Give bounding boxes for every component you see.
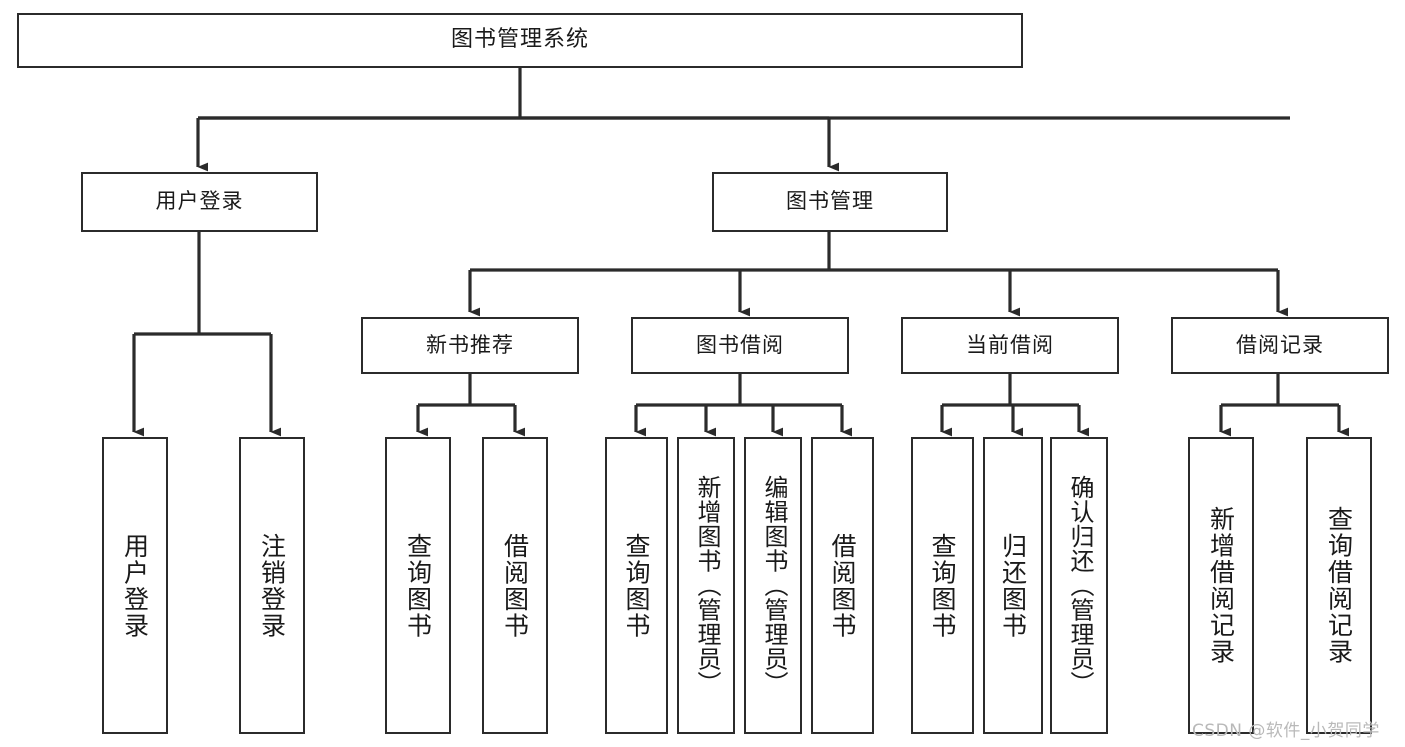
csdn-watermark: CSDN @软件_小贺同学 [1192, 721, 1380, 741]
node-leaf-query-book-1[interactable]: 查询图书 [385, 437, 451, 734]
node-book-manage[interactable]: 图书管理 [712, 172, 948, 232]
node-root[interactable]: 图书管理系统 [17, 13, 1023, 68]
node-root-label: 图书管理系统 [450, 27, 589, 53]
node-leaf-logout[interactable]: 注销登录 [239, 437, 305, 734]
node-leaf-confirm-return[interactable]: 确认归还（管理员） [1050, 437, 1108, 734]
node-leaf-add-book[interactable]: 新增图书（管理员） [677, 437, 735, 734]
node-leaf-return-book[interactable]: 归还图书 [983, 437, 1043, 734]
node-leaf-logout-label: 注销登录 [257, 532, 287, 639]
node-leaf-add-record[interactable]: 新增借阅记录 [1188, 437, 1254, 734]
node-current-borrow[interactable]: 当前借阅 [901, 317, 1119, 374]
node-leaf-borrow-book-2-label: 借阅图书 [828, 532, 857, 639]
node-borrow-record[interactable]: 借阅记录 [1171, 317, 1389, 374]
node-leaf-query-book-3[interactable]: 查询图书 [911, 437, 974, 734]
node-book-borrow[interactable]: 图书借阅 [631, 317, 849, 374]
node-leaf-user-login[interactable]: 用户登录 [102, 437, 168, 734]
node-user-login-label: 用户登录 [155, 189, 244, 214]
node-leaf-query-record-label: 查询借阅记录 [1324, 506, 1354, 665]
node-new-book-recommend[interactable]: 新书推荐 [361, 317, 579, 374]
node-user-login[interactable]: 用户登录 [81, 172, 318, 232]
node-current-borrow-label: 当前借阅 [966, 332, 1054, 357]
node-borrow-record-label: 借阅记录 [1236, 332, 1324, 357]
node-leaf-query-book-3-label: 查询图书 [928, 532, 957, 639]
node-leaf-edit-book[interactable]: 编辑图书（管理员） [744, 437, 802, 734]
node-leaf-borrow-book-1-label: 借阅图书 [500, 532, 530, 639]
node-leaf-confirm-return-label: 确认归还（管理员） [1065, 475, 1094, 696]
node-book-borrow-label: 图书借阅 [696, 332, 784, 357]
node-book-manage-label: 图书管理 [786, 189, 874, 214]
node-leaf-query-book-2-label: 查询图书 [622, 532, 651, 639]
node-leaf-add-record-label: 新增借阅记录 [1206, 506, 1236, 665]
node-leaf-add-book-label: 新增图书（管理员） [692, 475, 721, 696]
node-leaf-borrow-book-1[interactable]: 借阅图书 [482, 437, 548, 734]
node-leaf-borrow-book-2[interactable]: 借阅图书 [811, 437, 874, 734]
node-leaf-return-book-label: 归还图书 [998, 532, 1028, 639]
node-leaf-query-record[interactable]: 查询借阅记录 [1306, 437, 1372, 734]
node-leaf-query-book-1-label: 查询图书 [403, 532, 433, 639]
node-leaf-query-book-2[interactable]: 查询图书 [605, 437, 668, 734]
node-leaf-edit-book-label: 编辑图书（管理员） [759, 475, 788, 696]
node-leaf-user-login-label: 用户登录 [120, 532, 150, 639]
node-new-book-recommend-label: 新书推荐 [426, 332, 514, 357]
